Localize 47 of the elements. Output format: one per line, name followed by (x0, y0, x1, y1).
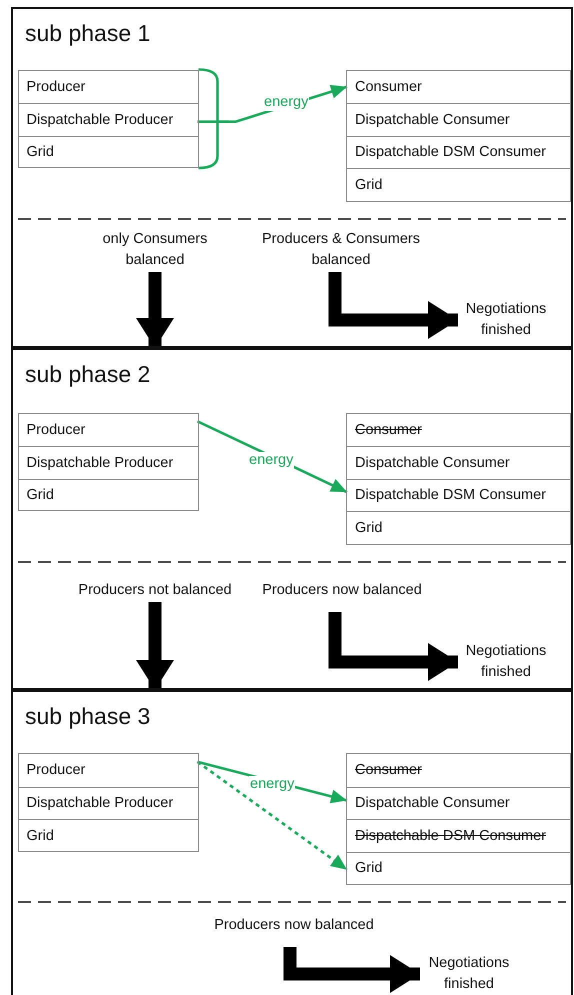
condition-text: only Consumers balanced (80, 228, 230, 272)
list-item: Producer (18, 754, 198, 786)
phase-heading: sub phase 2 (25, 361, 150, 388)
list-item: Grid (18, 136, 198, 168)
list-item: Grid (347, 168, 570, 200)
list-item: Dispatchable Consumer (347, 446, 570, 478)
condition-text: Producers now balanced (214, 903, 374, 947)
list-box (18, 412, 198, 511)
list-item: Grid (347, 852, 570, 884)
list-box (18, 70, 198, 168)
phase-heading: sub phase 1 (25, 20, 150, 47)
list-item: Grid (347, 511, 570, 544)
phase-panel (11, 7, 573, 348)
condition-text: Producers now balanced (262, 568, 422, 612)
list-item: Dispatchable Producer (18, 786, 198, 819)
condition-text: Producers not balanced (58, 578, 252, 602)
list-box (346, 753, 571, 885)
list-box (346, 412, 571, 544)
list-item: Dispatchable DSM Consumer (347, 478, 570, 511)
list-item: Dispatchable Producer (18, 103, 198, 136)
block-arrow (136, 602, 174, 690)
list-item: Dispatchable Producer (18, 446, 198, 478)
condition-text: Negotiations finished (420, 952, 518, 995)
list-box (346, 70, 571, 202)
list-item: Dispatchable DSM Consumer (347, 819, 570, 852)
edge-label: energy (249, 776, 296, 793)
list-item: Consumer (347, 70, 570, 103)
list-box (18, 753, 198, 852)
list-item: Grid (18, 478, 198, 511)
condition-text: Producers & Consumers balanced (256, 228, 426, 272)
list-item: Consumer (347, 754, 570, 786)
list-item: Grid (18, 819, 198, 852)
list-item: Producer (18, 70, 198, 103)
edge-label: energy (248, 452, 294, 469)
list-item: Producer (18, 414, 198, 446)
phase-panel (11, 348, 573, 690)
arrow (196, 760, 348, 871)
condition-text: Negotiations finished (458, 640, 554, 684)
list-item: Dispatchable Consumer (347, 103, 570, 136)
phase-heading: sub phase 3 (25, 703, 150, 730)
condition-text: Negotiations finished (458, 298, 554, 342)
block-arrow (136, 272, 174, 348)
list-item: Consumer (347, 414, 570, 446)
edge-label: energy (263, 94, 310, 111)
list-item: Dispatchable Consumer (347, 786, 570, 819)
block-arrow (328, 612, 458, 681)
list-item: Dispatchable DSM Consumer (347, 136, 570, 168)
